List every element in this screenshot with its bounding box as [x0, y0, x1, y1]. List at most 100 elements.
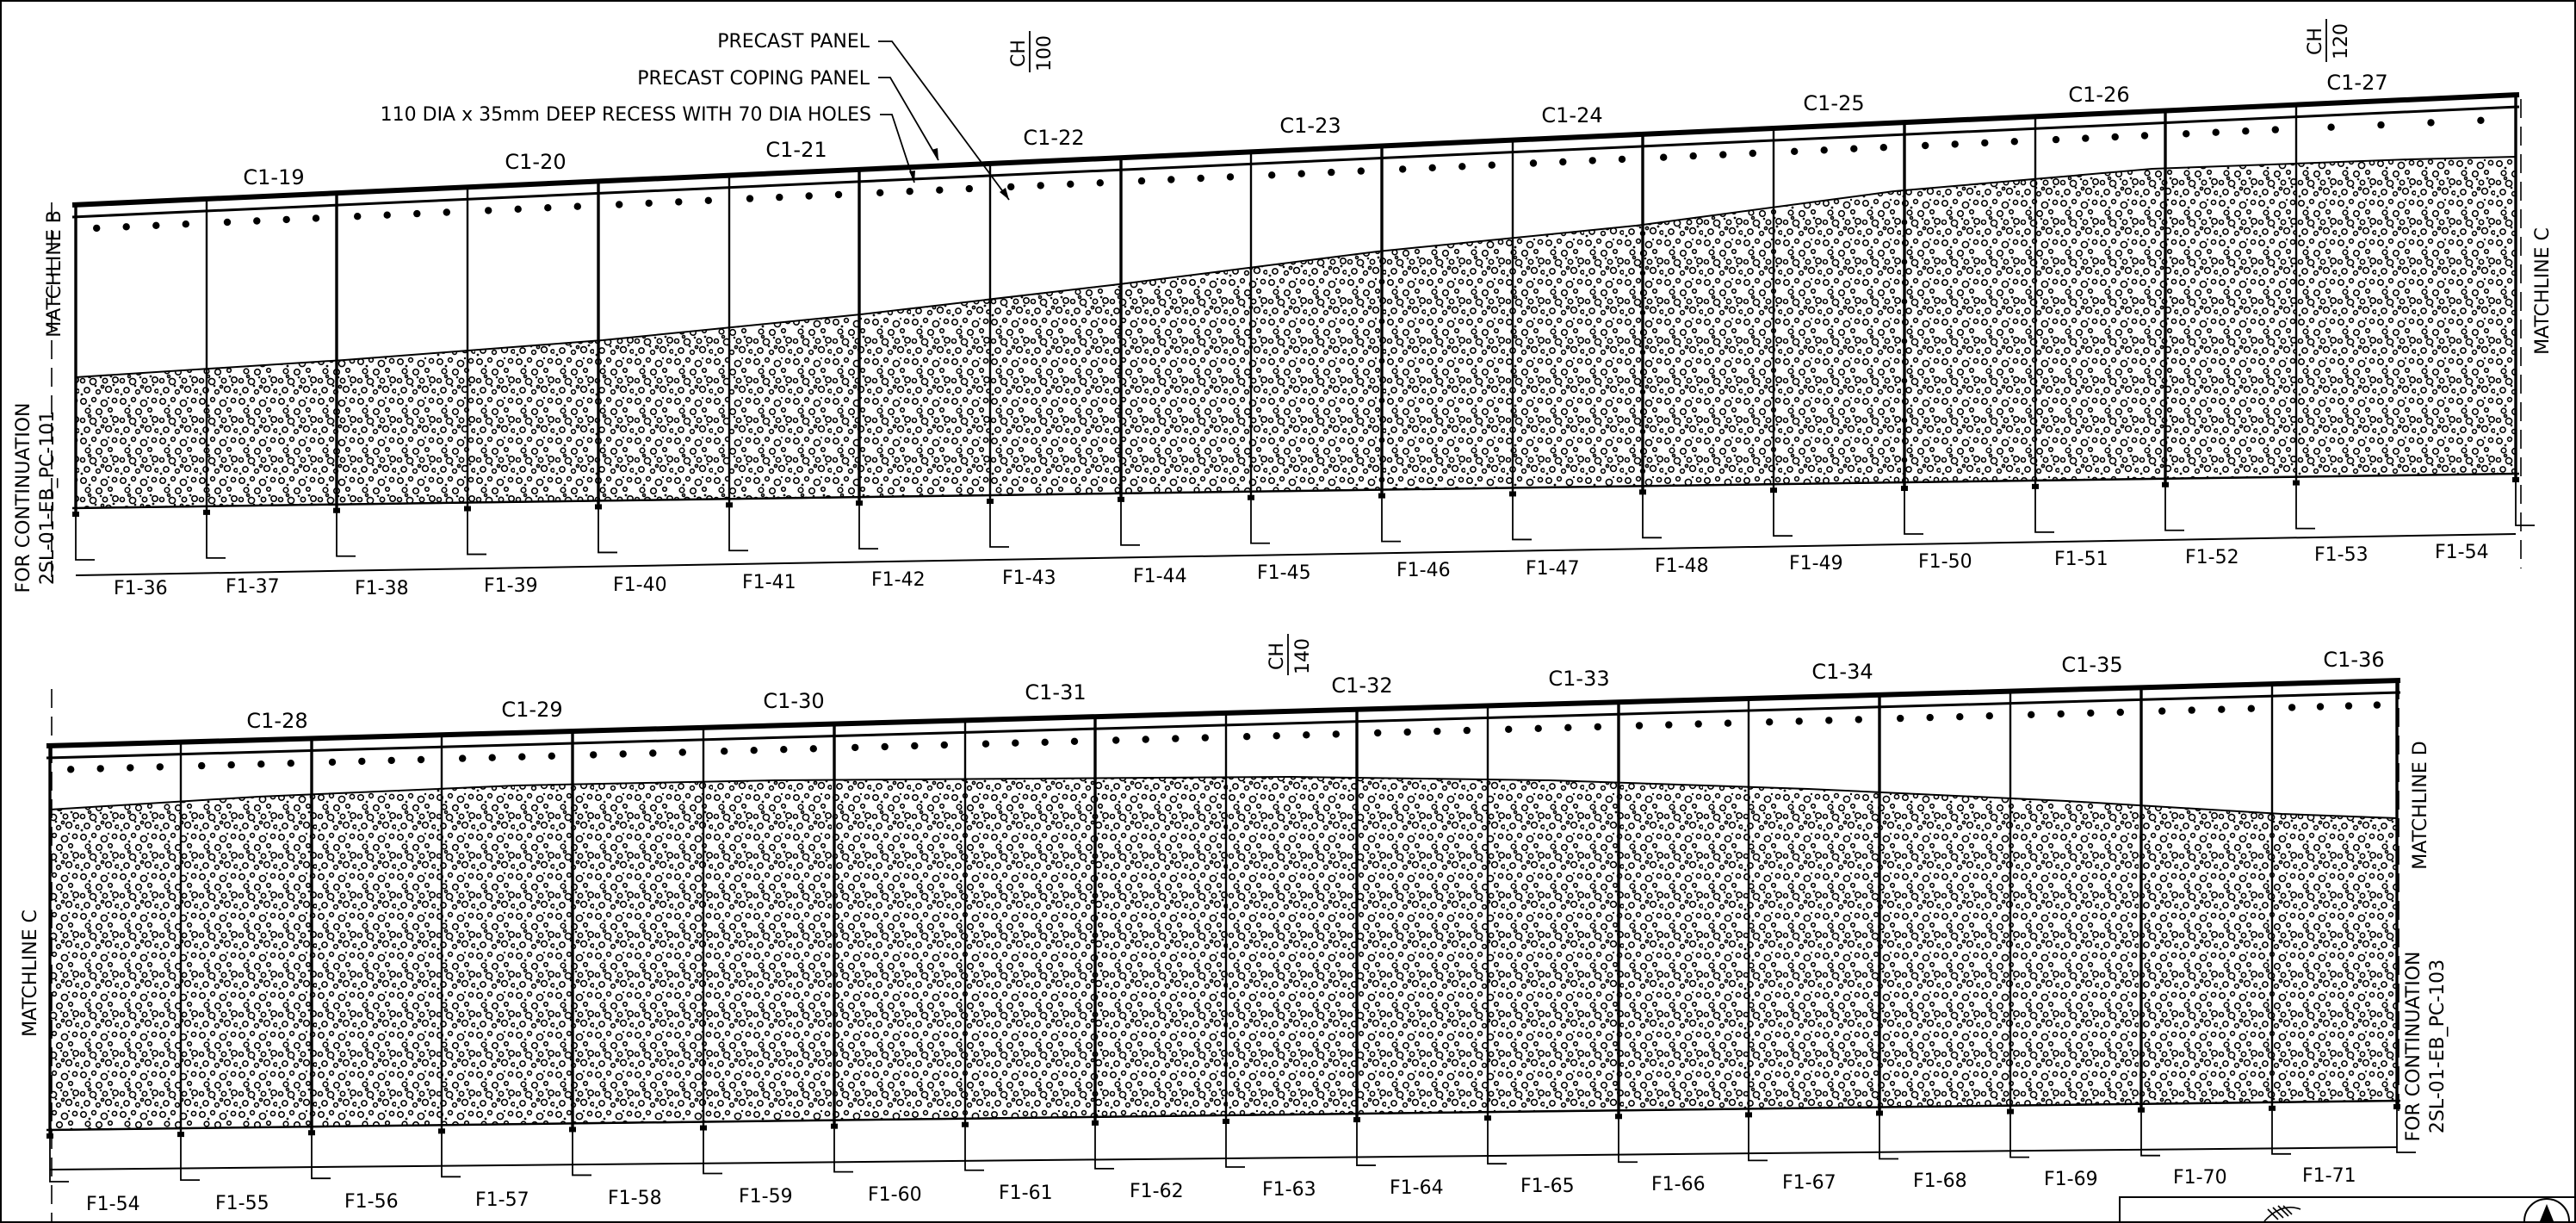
recess-hole [1559, 158, 1567, 166]
footing-marker [856, 500, 863, 506]
top-elevation: C1-19 C1-20 C1-21 C1-22 C1-23 C1-24 C1-2… [13, 71, 2554, 599]
callout-leader [878, 40, 1010, 201]
recess-hole [354, 213, 362, 220]
recess-hole [2158, 707, 2166, 715]
footing-leader [311, 1135, 331, 1180]
recess-hole [2427, 119, 2435, 127]
footing-leader [833, 1128, 853, 1173]
recess-hole [911, 742, 919, 750]
footing-leader [1642, 494, 1662, 539]
recess-hole [2242, 127, 2250, 135]
recess-hole [2271, 126, 2279, 133]
recess-hole [413, 209, 421, 218]
recess-hole [2316, 703, 2325, 711]
recess-hole [1825, 717, 1833, 724]
footing-leader [1094, 1125, 1114, 1170]
callouts: PRECAST PANEL PRECAST COPING PANEL 110 D… [381, 31, 1010, 201]
footing-leader [2034, 488, 2054, 533]
recess-hole [544, 204, 552, 212]
footing-leader [467, 511, 486, 556]
recess-hole [1505, 725, 1513, 733]
bottom-base-line [46, 1099, 2401, 1132]
callout-arrowhead [909, 171, 915, 183]
footing-marker [203, 509, 210, 515]
recess-hole [965, 184, 974, 193]
recess-hole [1594, 723, 1602, 731]
footing-leader [2009, 1114, 2029, 1158]
footing-marker [2162, 481, 2169, 487]
footing-marker [1509, 491, 1516, 497]
footing-marker [438, 1128, 445, 1134]
recess-hole [1660, 153, 1668, 161]
bottom-posts [48, 680, 2399, 1139]
recess-hole [1618, 155, 1626, 164]
footing-marker [2007, 1108, 2014, 1114]
footing-marker [1639, 489, 1646, 495]
footing-marker [1745, 1112, 1752, 1118]
recess-hole [805, 192, 813, 200]
panel-label: C1-29 [501, 698, 562, 722]
recess-hole [1749, 149, 1757, 158]
footing-label: F1-61 [999, 1183, 1053, 1204]
footing-label: F1-43 [1002, 568, 1056, 589]
recess-hole [1529, 159, 1538, 167]
recess-hole [1534, 724, 1542, 732]
recess-hole [253, 217, 261, 225]
recess-hole [67, 766, 75, 773]
continuation-label: FOR CONTINUATION [13, 403, 34, 593]
footing-leader [180, 1137, 200, 1182]
footing-label: F1-39 [484, 575, 538, 597]
footing-marker [1770, 487, 1777, 494]
chainage-label: CH [1008, 40, 1030, 67]
footing-label: F1-45 [1257, 562, 1311, 584]
footing-label: F1-47 [1526, 558, 1580, 580]
panel-label: C1-26 [2068, 83, 2129, 107]
recess-hole [1694, 720, 1702, 728]
chainage-marker: CH 140 [1266, 634, 1314, 675]
footing-marker [1353, 1117, 1360, 1123]
footing-label: F1-36 [114, 578, 168, 599]
matchline-label: MATCHLINE D [2410, 741, 2431, 869]
matchline-label: MATCHLINE B [44, 210, 65, 338]
callout-leader [880, 114, 915, 183]
recess-hole [981, 740, 990, 748]
footing-leader [49, 1139, 69, 1183]
recess-hole [1303, 731, 1310, 739]
recess-hole [834, 190, 843, 199]
panel-label: C1-28 [246, 709, 307, 733]
footing-marker [2138, 1107, 2145, 1113]
footing-label: F1-55 [215, 1193, 269, 1214]
footing-label: F1-51 [2054, 549, 2108, 570]
recess-hole [1428, 164, 1436, 171]
recess-hole [1357, 167, 1365, 175]
footing-label: F1-65 [1520, 1176, 1575, 1197]
footing-leader [1879, 1115, 1898, 1160]
panel-label: C1-19 [243, 165, 304, 189]
footing-marker [2393, 1104, 2400, 1109]
footing-marker [1092, 1120, 1099, 1126]
footing-label: F1-53 [2314, 544, 2369, 566]
footing-leader [2271, 1110, 2291, 1155]
recess-hole [1922, 141, 1929, 150]
recess-hole [2327, 123, 2335, 131]
matchline-label: MATCHLINE C [20, 909, 41, 1037]
top-gravel-fill [75, 155, 2517, 510]
panel-label: C1-24 [1541, 103, 1602, 127]
north-arrow-circle [2523, 1198, 2570, 1222]
recess-hole [1434, 727, 1441, 736]
footing-marker [1484, 1115, 1491, 1121]
recess-hole [678, 748, 686, 756]
recess-hole [750, 747, 758, 754]
footing-label: F1-54 [2435, 542, 2489, 563]
recess-hole [1724, 719, 1732, 727]
recess-hole [936, 186, 944, 194]
recess-hole [1588, 157, 1596, 165]
recess-hole [851, 743, 859, 752]
top-ground-line [75, 533, 2517, 576]
recess-hole [1689, 152, 1697, 160]
footing-marker [46, 1133, 53, 1139]
recess-hole [1167, 176, 1175, 183]
footing-label: F1-52 [2185, 547, 2239, 568]
recess-hole [2373, 701, 2381, 709]
recess-hole [227, 760, 235, 769]
